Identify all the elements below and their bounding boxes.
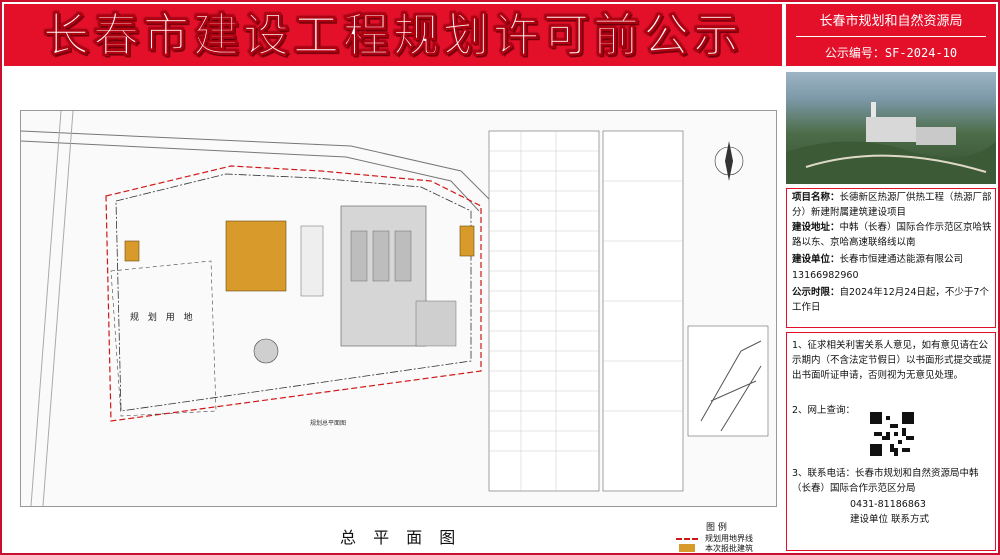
notice-item-2: 2、网上查询： xyxy=(792,405,856,416)
site-plan xyxy=(20,110,777,507)
notice-number-value: SF-2024-10 xyxy=(884,46,958,60)
project-phone: 13166982960 xyxy=(792,270,859,281)
header-divider xyxy=(796,36,986,37)
project-period: 公示时限：自2024年12月24日起，不少于7个工作日 xyxy=(792,285,992,315)
legend-item-boundary: 规划用地界线 xyxy=(705,534,753,543)
notice-item-1: 1、征求相关利害关系人意见，如有意见请在公示期内（不含法定节假日）以书面形式提交… xyxy=(792,340,992,381)
project-period-label: 公示时限： xyxy=(792,287,840,298)
qr-code[interactable] xyxy=(870,412,914,456)
project-location-label: 建设地址： xyxy=(792,222,840,233)
site-label: 规 划 用 地 xyxy=(130,313,196,323)
notice-item-3-org: 长春市规划和自然资源局中韩（长春）国际合作示范区分局 xyxy=(792,468,979,494)
qr-code-icon xyxy=(870,412,914,456)
project-unit-value: 长春市恒建通达能源有限公司 xyxy=(839,254,964,265)
project-location: 建设地址：中韩（长春）国际合作示范区京哈铁路以东、京哈高速联络线以南 xyxy=(792,220,992,250)
project-info-panel xyxy=(786,188,996,328)
plan-sublabel: 规划总平面图 xyxy=(310,420,347,427)
building-legend-swatch xyxy=(679,544,695,552)
plant-rendering xyxy=(786,102,996,184)
boundary-legend-swatch xyxy=(676,538,698,540)
org-name: 长春市规划和自然资源局 xyxy=(819,14,963,29)
notice-item-3-label: 3、联系电话： xyxy=(792,468,856,479)
notice-item-3: 3、联系电话：长春市规划和自然资源局中韩（长春）国际合作示范区分局 xyxy=(792,466,992,496)
header-info: 长春市规划和自然资源局 公示编号：SF-2024-10 xyxy=(786,4,996,66)
project-name: 项目名称：长德新区热源厂供热工程（热源厂部分）新建附属建筑建设项目 xyxy=(792,190,992,220)
page-title: 长春市建设工程规划许可前公示 xyxy=(43,8,743,63)
plan-caption: 总 平 面 图 xyxy=(340,528,462,547)
notice-number-label: 公示编号： xyxy=(824,46,885,60)
project-name-label: 项目名称： xyxy=(792,192,840,203)
notice-footer: 建设单位 联系方式 xyxy=(850,514,930,525)
project-name-value: 长德新区热源厂供热工程（热源厂部分）新建附属建筑建设项目 xyxy=(792,192,992,218)
project-unit-label: 建设单位： xyxy=(792,254,840,265)
legend-item-building: 本次报批建筑 xyxy=(705,544,753,553)
title-banner: 长春市建设工程规划许可前公示 xyxy=(4,4,782,66)
project-location-value: 中韩（长春）国际合作示范区京哈铁路以东、京哈高速联络线以南 xyxy=(792,222,992,248)
legend-title: 图 例 xyxy=(706,523,727,533)
project-period-value: 自2024年12月24日起，不少于7个工作日 xyxy=(792,287,989,313)
rendering-photo xyxy=(786,72,996,184)
project-unit: 建设单位：长春市恒建通达能源有限公司 xyxy=(792,252,992,267)
site-plan-drawing xyxy=(21,111,769,506)
notice-number: 公示编号：SF-2024-10 xyxy=(786,44,996,61)
notice-phone: 0431-81186863 xyxy=(850,499,926,510)
